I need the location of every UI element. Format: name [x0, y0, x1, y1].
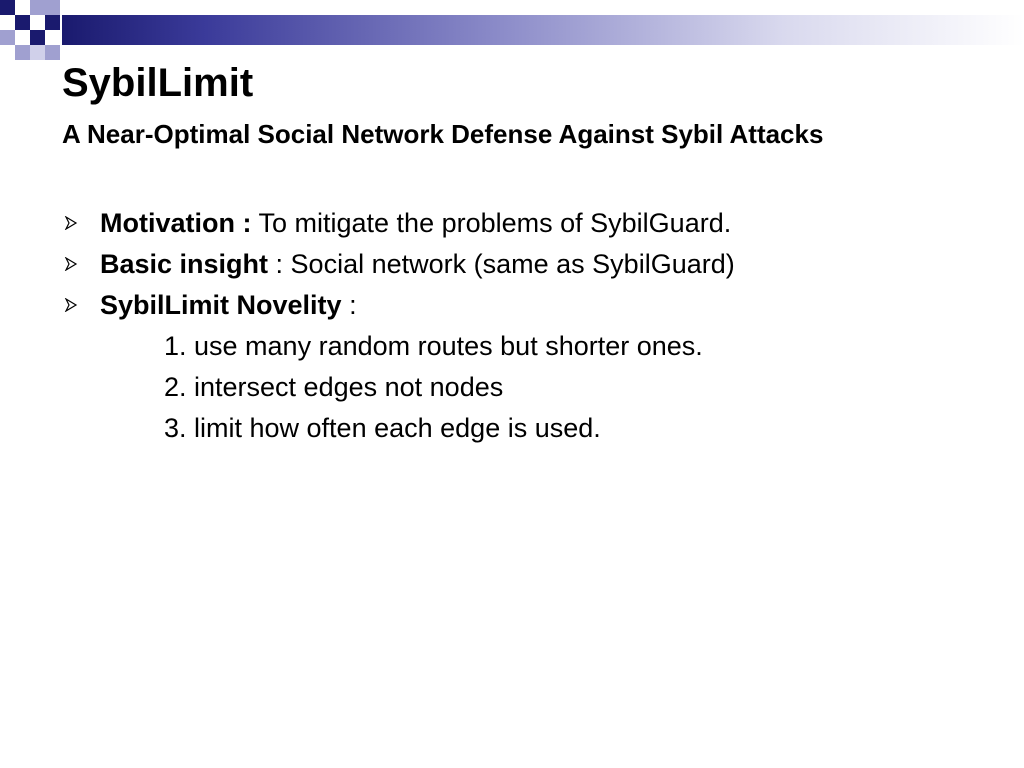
header-square: [30, 30, 45, 45]
bullet-list: Motivation : To mitigate the problems of…: [62, 203, 1002, 449]
sub-item-text: 3. limit how often each edge is used.: [164, 413, 601, 443]
header-square: [15, 15, 30, 30]
bullet-text: SybilLimit Novelity :: [100, 285, 357, 326]
header-square: [30, 45, 45, 60]
header-gradient-bar: [62, 15, 1024, 45]
sub-item: 2. intersect edges not nodes: [62, 367, 1002, 408]
bullet-item-motivation: Motivation : To mitigate the problems of…: [62, 203, 1002, 244]
sub-item-text: 1. use many random routes but shorter on…: [164, 331, 703, 361]
sub-item: 1. use many random routes but shorter on…: [62, 326, 1002, 367]
header-square: [45, 0, 60, 15]
sub-item: 3. limit how often each edge is used.: [62, 408, 1002, 449]
bullet-body: :: [341, 290, 357, 320]
bullet-term: SybilLimit Novelity: [100, 290, 342, 320]
slide-title: SybilLimit: [62, 61, 254, 105]
bullet-item-novelity: SybilLimit Novelity :: [62, 285, 1002, 326]
slide-subtitle: A Near-Optimal Social Network Defense Ag…: [62, 119, 824, 149]
header-square: [30, 0, 45, 15]
header-square: [15, 45, 30, 60]
bullet-text: Motivation : To mitigate the problems of…: [100, 203, 731, 244]
bullet-item-basic-insight: Basic insight : Social network (same as …: [62, 244, 1002, 285]
header-square: [45, 15, 60, 30]
bullet-body: : Social network (same as SybilGuard): [268, 249, 735, 279]
bullet-term: Motivation :: [100, 208, 252, 238]
header-square: [45, 45, 60, 60]
arrow-bullet-icon: [64, 298, 78, 312]
sub-item-text: 2. intersect edges not nodes: [164, 372, 504, 402]
bullet-term: Basic insight: [100, 249, 269, 279]
arrow-bullet-icon: [64, 257, 78, 271]
header-square: [0, 30, 15, 45]
bullet-text: Basic insight : Social network (same as …: [100, 244, 735, 285]
bullet-body: To mitigate the problems of SybilGuard.: [251, 208, 732, 238]
header-square: [0, 0, 15, 15]
arrow-bullet-icon: [64, 216, 78, 230]
